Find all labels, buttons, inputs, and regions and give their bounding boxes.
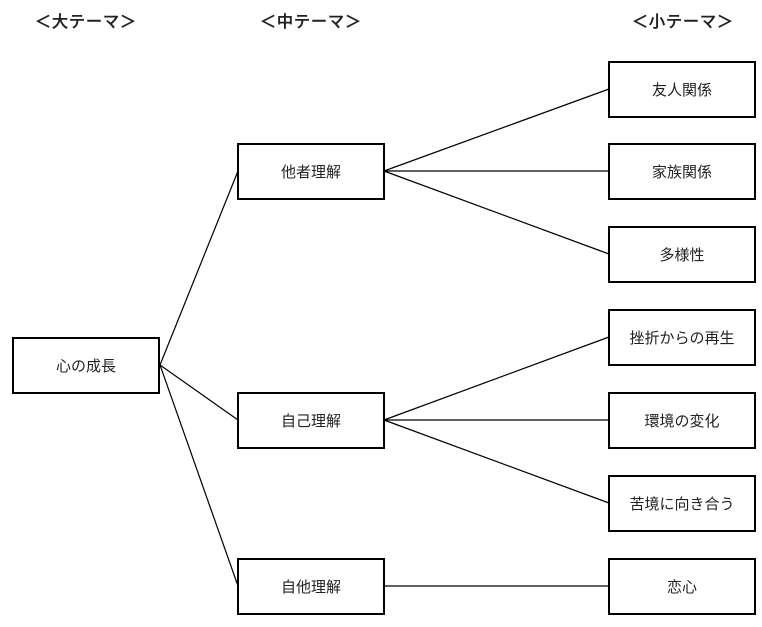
small-theme-node-3: 多様性 xyxy=(608,226,756,283)
connector-medium1-small3 xyxy=(383,170,610,255)
connector-medium2-small4 xyxy=(383,336,610,421)
small-theme-node-6: 苦境に向き合う xyxy=(608,475,756,532)
medium-theme-label: 自他理解 xyxy=(280,578,341,596)
small-theme-node-5: 環境の変化 xyxy=(608,392,756,449)
medium-theme-label: 他者理解 xyxy=(280,163,341,181)
small-theme-node-7: 恋心 xyxy=(608,558,756,615)
medium-theme-node-1: 他者理解 xyxy=(237,143,385,200)
small-theme-label: 多様性 xyxy=(659,246,705,264)
connector-medium1-small1 xyxy=(383,88,610,172)
connector-medium2-small6 xyxy=(383,419,610,504)
header-large-theme: ＜大テーマ＞ xyxy=(34,12,138,31)
large-theme-label: 心の成長 xyxy=(55,357,116,375)
medium-theme-label: 自己理解 xyxy=(280,412,341,430)
small-theme-label: 苦境に向き合う xyxy=(629,495,735,513)
medium-theme-node-2: 自己理解 xyxy=(237,392,385,449)
small-theme-label: 恋心 xyxy=(666,578,697,596)
small-theme-node-1: 友人関係 xyxy=(608,61,756,118)
small-theme-label: 友人関係 xyxy=(651,81,712,99)
small-theme-label: 家族関係 xyxy=(651,163,712,181)
small-theme-node-2: 家族関係 xyxy=(608,143,756,200)
small-theme-node-4: 挫折からの再生 xyxy=(608,309,756,366)
small-theme-label: 環境の変化 xyxy=(644,412,720,430)
header-medium-theme: ＜中テーマ＞ xyxy=(259,12,363,31)
small-theme-label: 挫折からの再生 xyxy=(629,329,735,347)
connector-large-medium-1 xyxy=(159,170,239,366)
connector-large-medium-2 xyxy=(159,364,239,421)
large-theme-node: 心の成長 xyxy=(12,337,160,394)
connector-large-medium-3 xyxy=(159,364,239,587)
header-small-theme: ＜小テーマ＞ xyxy=(631,12,735,31)
medium-theme-node-3: 自他理解 xyxy=(237,558,385,615)
